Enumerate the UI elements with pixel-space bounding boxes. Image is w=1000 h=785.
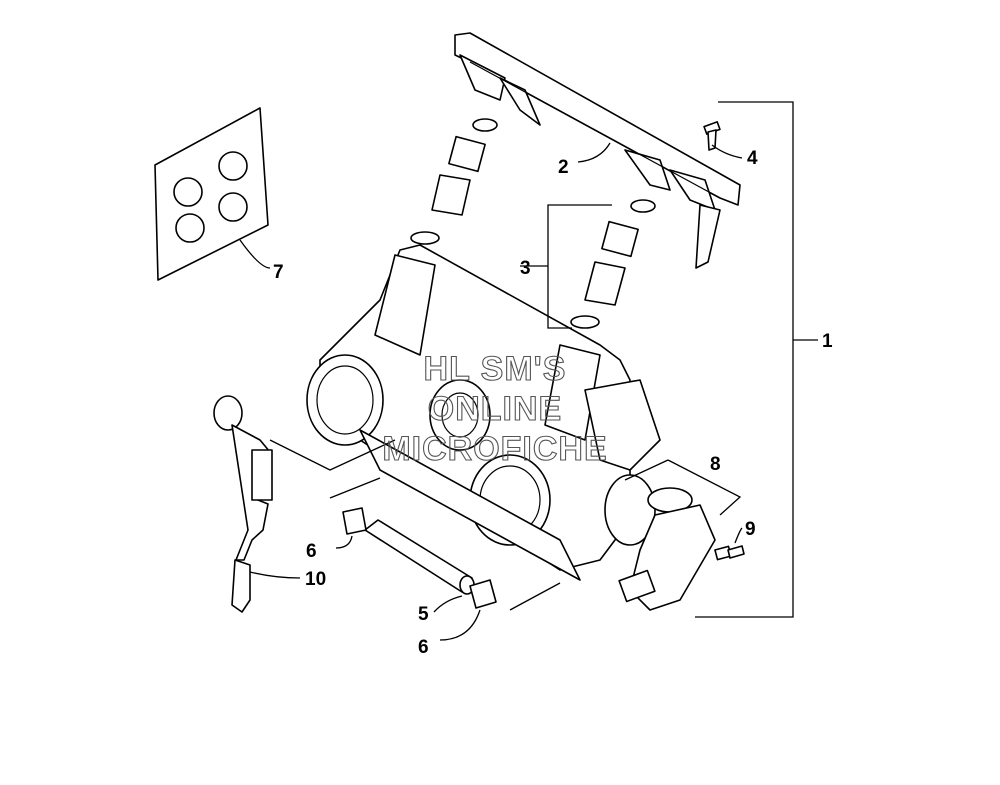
leader-lines: [239, 101, 818, 641]
callout-8: 8: [710, 454, 721, 475]
screw-part-4: [703, 121, 721, 151]
callout-4: 4: [747, 148, 758, 169]
clamp-lower: [469, 579, 497, 609]
callout-9: 9: [745, 519, 756, 540]
callout-7: 7: [273, 262, 284, 283]
throttle-position-sensor: [604, 474, 716, 611]
fuel-injector-lower: [570, 199, 656, 329]
clamp-upper: [342, 507, 367, 535]
callout-5: 5: [418, 604, 429, 625]
callout-3: 3: [520, 258, 531, 279]
callout-10: 10: [305, 569, 326, 590]
watermark-line-3: MICROFICHE: [382, 430, 607, 468]
callout-2: 2: [558, 157, 569, 178]
throttle-body-assembly: [306, 244, 661, 581]
screw-part-9: [714, 545, 745, 561]
watermark-line-2: ONLINE: [428, 390, 562, 428]
fuel-injector-upper: [410, 118, 498, 245]
watermark: HL SM'S ONLINE MICROFICHE: [382, 349, 607, 468]
fuel-rail: [454, 32, 741, 269]
callout-6-upper: 6: [306, 541, 317, 562]
hose-part-5: [364, 519, 475, 595]
watermark-line-1: HL SM'S: [424, 350, 567, 388]
callout-6-lower: 6: [418, 637, 429, 658]
gasket-plate: [154, 107, 269, 281]
throttle-linkage-cable: [213, 395, 273, 613]
callout-1: 1: [822, 331, 833, 352]
